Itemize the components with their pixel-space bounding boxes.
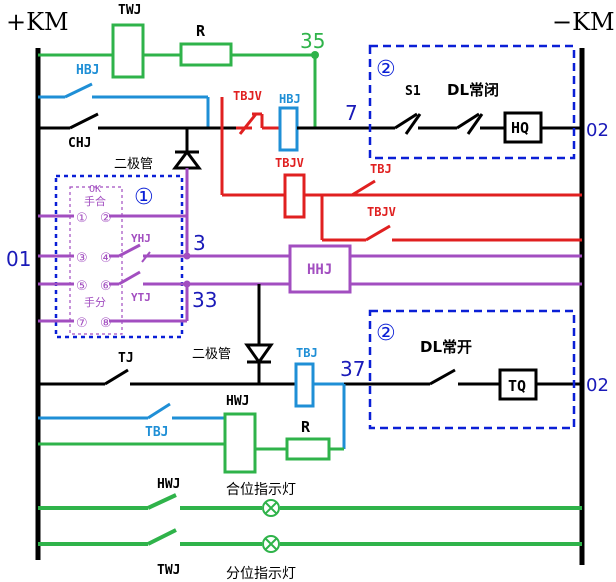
diode-bottom [244,284,274,384]
ok-label: OK [89,184,101,195]
tq-coil [498,368,538,401]
twj-top-label: TWJ [118,3,141,18]
dashed-box-close [368,44,576,160]
hq-label: HQ [511,119,529,137]
svg-text:②: ② [100,211,112,226]
hhj-label: HHJ [307,262,332,278]
svg-text:④: ④ [100,251,112,266]
tbj-coil [294,362,315,408]
ytj-label: YTJ [131,291,151,304]
closed-lamp [262,499,280,517]
tbjv-mid-label: TBJV [275,156,304,170]
closed-lamp-label: 合位指示灯 [226,482,296,498]
closed-indicator-line [38,493,582,510]
negative-bus-label: −KM [552,8,615,36]
tbjv-coil-branch [220,97,582,242]
switch-inner-box [69,186,123,335]
open-lamp [262,535,280,553]
hbj-contact-branch [38,82,210,128]
tbj-contact-branch [38,382,346,449]
node-35 [311,51,319,59]
dl-nc-bar [404,113,422,135]
node-33-label: 33 [192,288,217,312]
dl-nc-label: DL常闭 [447,81,499,99]
svg-text:③: ③ [76,251,88,266]
circle-1-label: ① [134,185,154,210]
hwj-bottom-label: HWJ [157,477,180,492]
tq-label: TQ [508,377,526,395]
node-37-label: 37 [340,357,365,381]
hbj-left-label: HBJ [76,63,99,78]
twj-branch [38,23,317,128]
hwj-mid-label: HWJ [226,394,249,409]
svg-text:⑥: ⑥ [100,279,112,294]
s1-label: S1 [405,84,421,99]
node-35-label: 35 [300,29,325,53]
open-indicator-line [38,528,582,546]
hq-coil [503,111,543,144]
open-lamp-label: 分位指示灯 [226,566,296,582]
dl-no-label: DL常开 [420,338,472,356]
node-3-label: 3 [193,231,206,255]
chj-label: CHJ [68,136,91,151]
switch-ytj-bar [141,251,151,263]
diode-top [172,128,202,170]
tbjv-contact [236,112,280,135]
tbjv-top-label: TBJV [233,89,262,103]
r-top-label: R [196,22,206,40]
switch-wiring [38,168,582,323]
yhj-label: YHJ [131,232,151,245]
diode-bottom-label: 二极管 [192,347,231,362]
tbj-left-label: TBJ [145,425,168,440]
tbj-right-label: TBJ [370,162,392,176]
twj-bottom-label: TWJ [157,563,180,578]
tbj-bottom-label: TBJ [296,346,318,360]
circle-2-bottom: ② [376,321,396,346]
svg-text:⑦: ⑦ [76,316,88,331]
node-02-bottom-label: 02 [586,375,609,396]
tbjv-right-label: TBJV [367,205,396,219]
diode-top-label: 二极管 [114,157,153,172]
close-circuit-line [38,112,582,130]
switch-contacts: ① ② ③ ④ ⑤ ⑥ ⑦ ⑧ [76,211,112,331]
hbj-coil [278,106,299,152]
s1-bar [466,113,484,135]
node-02-top-label: 02 [586,120,609,141]
circle-2-top: ② [376,57,396,82]
hand-close-label: 手合 [84,194,106,208]
hbj-mid-label: HBJ [279,92,301,106]
node-3 [183,252,191,260]
hand-open-label: 手分 [84,295,106,309]
hwj-coil-branch [38,412,344,474]
positive-bus-label: +KM [6,8,69,36]
dashed-box-trip [368,309,576,430]
r-bottom-label: R [301,418,311,436]
tj-label: TJ [118,351,134,366]
svg-text:①: ① [76,211,88,226]
node-01-label: 01 [6,247,31,271]
node-7-label: 7 [345,101,358,125]
svg-text:⑧: ⑧ [100,316,112,331]
svg-text:⑤: ⑤ [76,279,88,294]
node-33 [183,280,191,288]
